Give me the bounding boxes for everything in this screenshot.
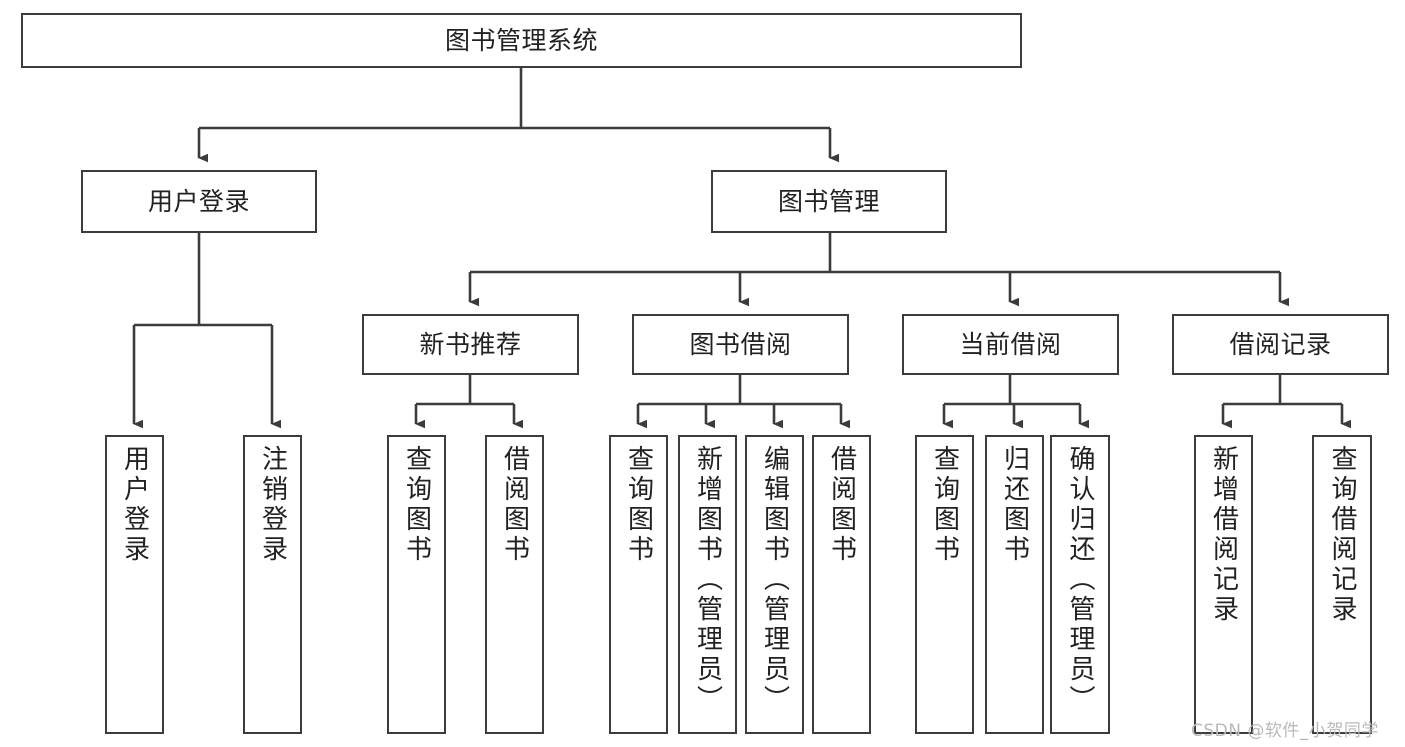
leaf-add-borrow-record[interactable]: 新增借阅记录 [1194, 435, 1253, 734]
node-label: 新增借阅记录 [1208, 445, 1239, 625]
leaf-confirm-return-admin[interactable]: 确认归还（管理员） [1050, 435, 1110, 734]
node-user-login[interactable]: 用户登录 [81, 170, 317, 233]
node-label: 借阅图书 [826, 445, 857, 565]
node-label: 新书推荐 [419, 329, 522, 359]
node-label: 图书管理 [777, 186, 880, 216]
node-label: 用户登录 [119, 445, 150, 565]
node-label: 图书管理系统 [444, 25, 598, 55]
leaf-query-borrow-record[interactable]: 查询借阅记录 [1312, 435, 1372, 734]
node-label: 查询借阅记录 [1327, 445, 1357, 625]
leaf-logout[interactable]: 注销登录 [243, 435, 302, 734]
leaf-query-book-current[interactable]: 查询图书 [915, 435, 974, 734]
node-label: 归还图书 [999, 445, 1030, 565]
node-book-borrowing[interactable]: 图书借阅 [632, 314, 849, 375]
csdn-watermark: CSDN @软件_小贺同学 [1191, 721, 1379, 741]
node-label: 查询图书 [401, 445, 432, 565]
node-label: 借阅记录 [1229, 329, 1332, 359]
leaf-borrow-book-recommend[interactable]: 借阅图书 [485, 435, 544, 734]
node-book-management[interactable]: 图书管理 [711, 170, 947, 233]
node-label: 用户登录 [147, 186, 250, 216]
node-label: 注销登录 [257, 445, 288, 565]
leaf-query-book-borrow[interactable]: 查询图书 [609, 435, 668, 734]
node-current-borrowing[interactable]: 当前借阅 [902, 314, 1119, 375]
leaf-query-book-recommend[interactable]: 查询图书 [387, 435, 446, 734]
node-label: 查询图书 [929, 445, 960, 565]
node-label: 图书借阅 [689, 329, 792, 359]
node-label: 查询图书 [623, 445, 654, 565]
node-label: 确认归还（管理员） [1065, 445, 1095, 715]
leaf-borrow-book[interactable]: 借阅图书 [812, 435, 871, 734]
node-root-system[interactable]: 图书管理系统 [21, 13, 1022, 68]
leaf-edit-book-admin[interactable]: 编辑图书（管理员） [745, 435, 804, 734]
node-new-book-recommendation[interactable]: 新书推荐 [362, 314, 579, 375]
leaf-add-book-admin[interactable]: 新增图书（管理员） [678, 435, 737, 734]
node-label: 新增图书（管理员） [692, 445, 723, 715]
leaf-return-book[interactable]: 归还图书 [985, 435, 1044, 734]
node-label: 编辑图书（管理员） [759, 445, 790, 715]
node-label: 借阅图书 [499, 445, 530, 565]
node-borrowing-record[interactable]: 借阅记录 [1172, 314, 1389, 375]
node-label: 当前借阅 [959, 329, 1062, 359]
leaf-user-login[interactable]: 用户登录 [105, 435, 164, 734]
